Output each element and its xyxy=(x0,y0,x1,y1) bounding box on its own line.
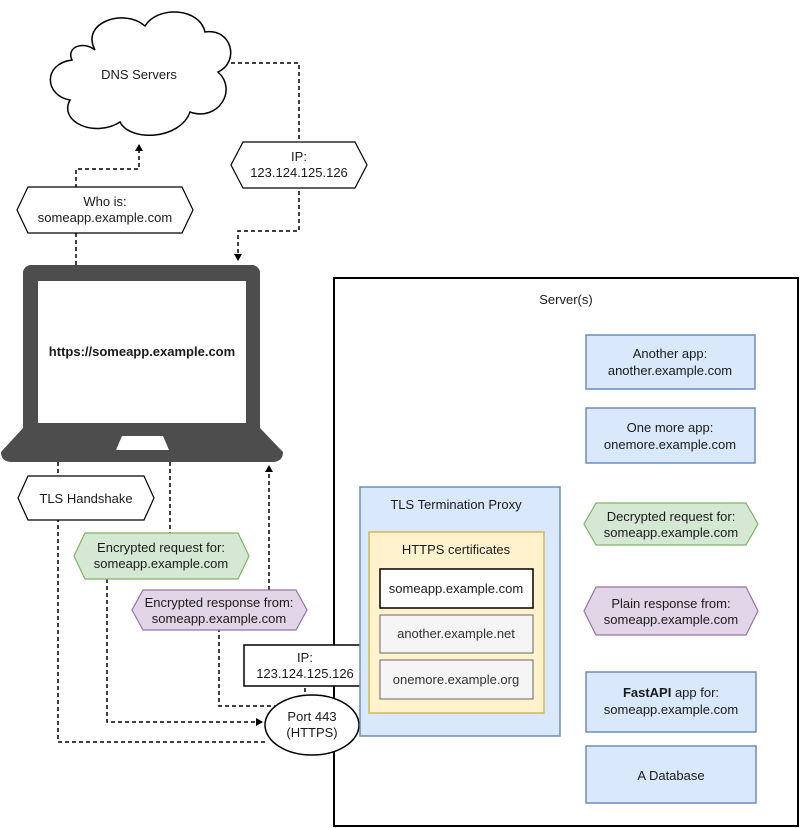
dns-servers-label: DNS Servers xyxy=(101,67,177,82)
port-443: Port 443 (HTTPS) xyxy=(264,694,360,756)
ip-from-dns-line2: 123.124.125.126 xyxy=(250,165,348,180)
plain-response-line2: someapp.example.com xyxy=(604,612,738,627)
laptop-url: https://someapp.example.com xyxy=(49,344,235,359)
one-more-app-line2: onemore.example.com xyxy=(604,437,736,452)
database-label: A Database xyxy=(637,768,704,783)
proxy-title: TLS Termination Proxy xyxy=(390,497,522,512)
dns-ip-arrow xyxy=(231,62,300,261)
decrypted-request-line1: Decrypted request for: xyxy=(607,509,736,524)
certificate-another-label: another.example.net xyxy=(397,626,515,641)
ip-server-box: IP: 123.124.125.126 xyxy=(243,644,367,687)
certificate-another xyxy=(379,614,534,654)
certificate-someapp-label: someapp.example.com xyxy=(389,581,523,596)
database-box: A Database xyxy=(585,745,757,804)
who-is-line2: someapp.example.com xyxy=(38,210,172,225)
tls-handshake-line xyxy=(57,462,268,743)
decrypted-request-line2: someapp.example.com xyxy=(604,525,738,540)
another-app-line1: Another app: xyxy=(633,346,707,361)
encrypted-request-arrow xyxy=(106,579,263,726)
who-is-line1: Who is: xyxy=(83,194,126,209)
ip-from-dns-label: IP: 123.124.125.126 xyxy=(230,141,368,189)
who-is-arrow xyxy=(75,144,143,265)
port-line2: (HTTPS) xyxy=(286,725,337,740)
plain-response-label: Plain response from: someapp.example.com xyxy=(583,586,759,636)
dns-servers-cloud: DNS Servers xyxy=(49,11,232,137)
ip-server-line1: IP: xyxy=(297,650,313,665)
decrypted-request-label: Decrypted request for: someapp.example.c… xyxy=(583,502,759,546)
laptop: https://someapp.example.com xyxy=(1,265,283,462)
certificate-someapp xyxy=(379,568,534,609)
fastapi-app-line1: FastAPI app for: xyxy=(623,685,719,700)
encrypted-request-line2: someapp.example.com xyxy=(94,556,228,571)
another-app-box: Another app: another.example.com xyxy=(585,334,756,390)
one-more-app-line1: One more app: xyxy=(627,420,714,435)
https-certificates: HTTPS certificates someapp.example.com a… xyxy=(368,531,545,714)
who-is-label: Who is: someapp.example.com xyxy=(16,186,194,234)
encrypted-request-line1: Encrypted request for: xyxy=(97,540,225,555)
fastapi-rest: app for: xyxy=(671,685,719,700)
encrypted-response-line1: Encrypted response from: xyxy=(145,595,294,610)
tls-handshake-text: TLS Handshake xyxy=(39,491,132,506)
certificates-title: HTTPS certificates xyxy=(402,542,511,557)
encrypted-response-line2: someapp.example.com xyxy=(152,611,286,626)
one-more-app-box: One more app: onemore.example.com xyxy=(585,407,756,464)
certificate-onemore xyxy=(379,659,534,700)
server-title: Server(s) xyxy=(539,292,592,307)
fastapi-bold: FastAPI xyxy=(623,685,671,700)
fastapi-app-box: FastAPI app for: someapp.example.com xyxy=(585,671,757,733)
laptop-touchpad xyxy=(116,436,169,450)
port-line1: Port 443 xyxy=(287,709,336,724)
fastapi-app-line2: someapp.example.com xyxy=(604,702,738,717)
tls-handshake-label: TLS Handshake xyxy=(17,475,155,521)
ip-server-line2: 123.124.125.126 xyxy=(256,666,354,681)
encrypted-response-label: Encrypted response from: someapp.example… xyxy=(131,589,308,631)
plain-response-line1: Plain response from: xyxy=(611,596,730,611)
laptop-screen xyxy=(38,281,246,423)
certificate-onemore-label: onemore.example.org xyxy=(393,672,519,687)
ip-from-dns-line1: IP: xyxy=(291,149,307,164)
encrypted-response-arrow xyxy=(218,466,286,707)
encrypted-request-label: Encrypted request for: someapp.example.c… xyxy=(73,532,250,580)
another-app-line2: another.example.com xyxy=(608,363,732,378)
